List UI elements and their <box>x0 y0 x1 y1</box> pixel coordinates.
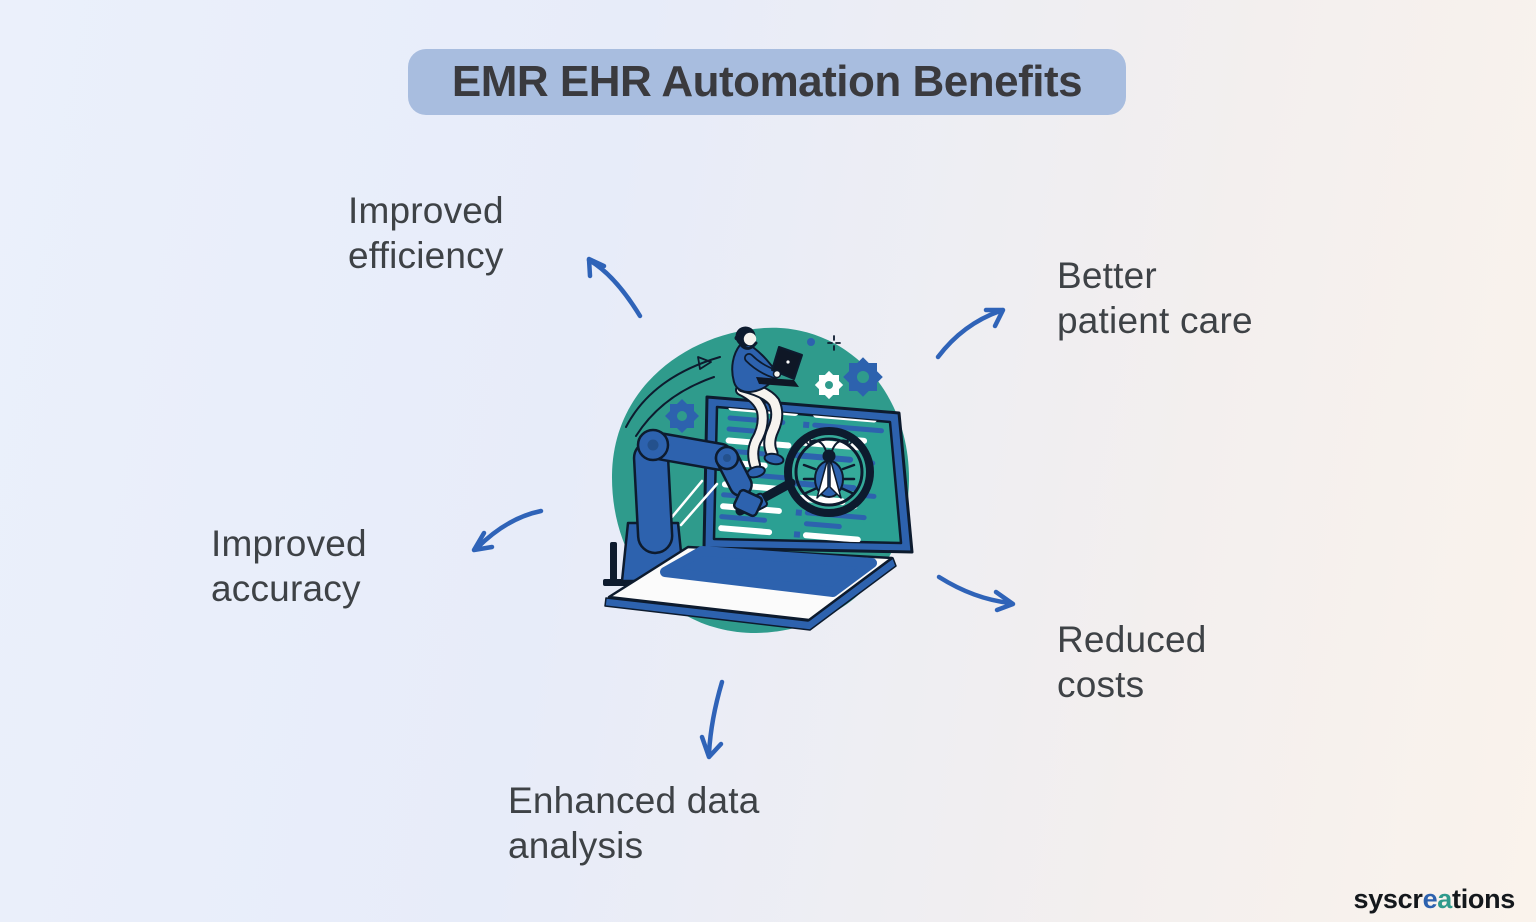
robot-arm-icon <box>603 428 753 586</box>
arrow-to-improved-efficiency <box>586 256 643 319</box>
label-enhanced-data-analysis: Enhanced data analysis <box>508 778 760 868</box>
label-line: Improved <box>348 190 504 231</box>
label-line: analysis <box>508 825 644 866</box>
label-improved-accuracy: Improved accuracy <box>211 521 367 611</box>
label-line: patient care <box>1057 300 1253 341</box>
page-title: EMR EHR Automation Benefits <box>451 57 1083 106</box>
gear-icon <box>665 399 699 433</box>
blob-background <box>611 327 910 633</box>
arrow-to-reduced-costs <box>936 574 1016 613</box>
syscreations-logo: syscreations <box>1353 884 1515 915</box>
label-line: Improved <box>211 523 367 564</box>
label-reduced-costs: Reduced costs <box>1057 617 1207 707</box>
label-line: costs <box>1057 664 1145 705</box>
magnifier-icon <box>732 427 874 518</box>
logo-accent-a: a <box>1437 884 1452 914</box>
bug-icon <box>802 439 856 499</box>
logo-text: syscr <box>1353 884 1423 914</box>
label-better-patient-care: Better patient care <box>1057 253 1253 343</box>
label-line: efficiency <box>348 235 504 276</box>
laptop-icon <box>702 395 914 554</box>
code-lines-icon <box>718 407 884 543</box>
label-line: Reduced <box>1057 619 1207 660</box>
laptop-base <box>604 545 897 631</box>
person-with-laptop-icon <box>731 326 803 479</box>
gear-icon <box>814 370 844 400</box>
reflection-lines <box>670 479 719 527</box>
logo-accent-e: e <box>1422 884 1438 914</box>
swoosh-lines <box>625 356 721 437</box>
emr-automation-illustration <box>603 326 914 633</box>
arrow-to-enhanced-data-analysis <box>699 679 725 760</box>
gear-icon <box>843 357 883 397</box>
arrow-to-better-patient-care <box>935 307 1006 360</box>
label-improved-efficiency: Improved efficiency <box>348 188 504 278</box>
label-line: Enhanced data <box>508 780 760 821</box>
title-badge: EMR EHR Automation Benefits <box>408 49 1126 115</box>
label-line: Better <box>1057 255 1157 296</box>
triangle-decor <box>697 356 712 370</box>
dot-decor <box>807 338 815 346</box>
sparkle-decor <box>827 335 841 351</box>
label-line: accuracy <box>211 568 361 609</box>
arrow-to-improved-accuracy <box>471 508 544 553</box>
logo-text: tions <box>1452 884 1515 914</box>
